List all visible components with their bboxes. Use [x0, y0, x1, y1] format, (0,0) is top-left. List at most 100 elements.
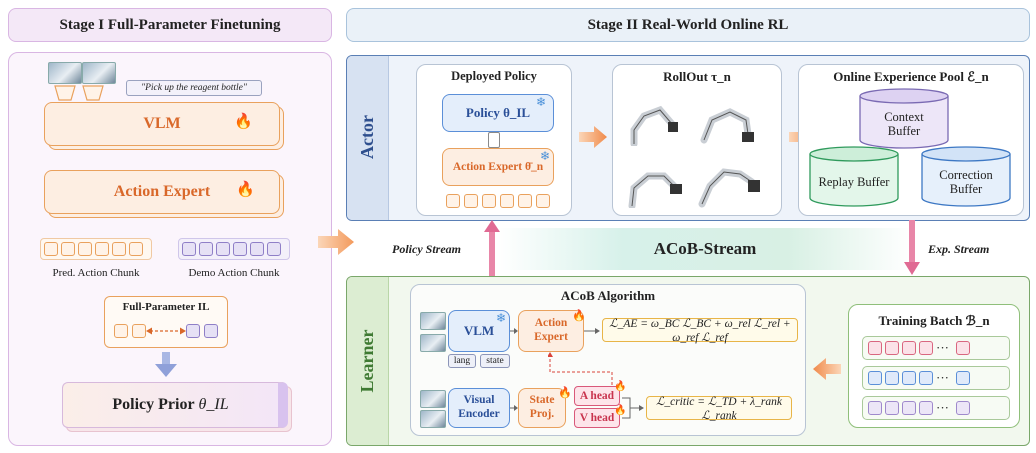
policy-prior-box: Policy Prior θ_IL: [62, 382, 288, 428]
batch-row-pink: [862, 336, 1010, 360]
pred-cell: [95, 242, 109, 256]
stage1-title: Stage I Full-Parameter Finetuning: [59, 16, 281, 33]
batch-cell: [956, 401, 970, 415]
batch-cell: [885, 371, 899, 385]
camera-image-2: [420, 410, 446, 428]
rollout-title: RollOut τ_n: [612, 68, 782, 86]
fire-icon: 🔥: [614, 381, 627, 392]
visual-encoder-box: Visual Encoder: [448, 388, 510, 428]
loss-ae-formula: ℒ_AE = ω_BC ℒ_BC + ω_rel ℒ_rel + ω_ref ℒ…: [602, 318, 798, 344]
batch-ellipsis-text: ···: [936, 370, 949, 385]
full-parameter-il-title: Full-Parameter IL: [104, 300, 228, 314]
dashed-connector: [548, 352, 613, 388]
camera-image-2: [420, 334, 446, 352]
arrow-icon: [622, 397, 644, 419]
camera-image-1: [420, 312, 446, 330]
demo-cell: [182, 242, 196, 256]
full-parameter-il-label: Full-Parameter IL: [122, 301, 210, 313]
instruction-prompt: "Pick up the reagent bottle": [126, 80, 262, 96]
demo-cell: [199, 242, 213, 256]
training-batch-title-text: Training Batch ℬ_n: [878, 313, 990, 328]
batch-cell: [868, 371, 882, 385]
robot-arm-image: [700, 108, 754, 144]
deployed-action-expert-label: Action Expert θ̄_n: [452, 161, 544, 173]
batch-ellipsis-text: ···: [936, 400, 949, 415]
batch-cell: [919, 401, 933, 415]
exp-stream-down-arrow-icon: [904, 220, 920, 275]
robot-arm-image: [698, 168, 760, 208]
deployed-action-cell: [464, 194, 478, 208]
training-batch-title: Training Batch ℬ_n: [848, 312, 1020, 330]
policy-stream-text: Policy Stream: [392, 242, 461, 256]
batch-cell: [956, 371, 970, 385]
demo-cell: [233, 242, 247, 256]
lang-tag: lang: [448, 354, 476, 368]
loss-ae-text: ℒ_AE = ω_BC ℒ_BC + ω_rel ℒ_rel + ω_ref ℒ…: [609, 318, 791, 344]
batch-cell: [902, 371, 916, 385]
snowflake-icon: ❄: [496, 311, 507, 325]
deployed-policy-module: Policy θ_IL: [442, 94, 554, 132]
acob-vlm-label: VLM: [463, 323, 495, 338]
visual-encoder-label: Visual Encoder: [458, 394, 500, 420]
context-buffer-text: Context Buffer: [884, 109, 924, 138]
il-double-arrow-icon: [146, 327, 186, 335]
loss-critic-text: ℒ_critic = ℒ_TD + λ_rank ℒ_rank: [656, 396, 782, 422]
acob-action-expert-box: Action Expert: [518, 310, 584, 352]
policy-stream-label: Policy Stream: [392, 242, 488, 258]
stage2-title: Stage II Real-World Online RL: [587, 16, 789, 33]
il-pred-cell: [132, 324, 146, 338]
il-pred-cell: [114, 324, 128, 338]
exp-stream-label: Exp. Stream: [928, 242, 1028, 258]
demo-chunk-caption: Demo Action Chunk: [168, 266, 300, 280]
pred-chunk-caption: Pred. Action Chunk: [28, 266, 164, 280]
state-proj-label: State Proj.: [529, 394, 555, 420]
policy-stream-up-arrow-icon: [484, 220, 500, 276]
pred-chunk-label: Pred. Action Chunk: [52, 267, 140, 279]
down-arrow-icon: [155, 352, 177, 377]
replay-buffer-cylinder: [809, 146, 899, 207]
batch-cell: [868, 401, 882, 415]
batch-cell: [919, 371, 933, 385]
arrow-icon: [510, 328, 518, 334]
experience-pool-title-text: Online Experience Pool ℰ_n: [833, 69, 989, 84]
policy-prior-symbol: θ_IL: [198, 396, 229, 413]
action-expert-label: Action Expert: [113, 183, 211, 200]
a-head-label: A head: [579, 390, 615, 402]
il-demo-cell: [204, 324, 218, 338]
deployed-action-cell: [446, 194, 460, 208]
robot-arm-image: [630, 105, 678, 146]
arrow-icon: [813, 358, 841, 380]
state-tag-text: state: [486, 356, 504, 366]
demo-chunk-label: Demo Action Chunk: [188, 267, 280, 279]
snowflake-icon: ❄: [536, 95, 547, 109]
il-demo-cell: [186, 324, 200, 338]
v-head-label: V head: [579, 412, 615, 424]
acob-algorithm-title: ACoB Algorithm: [410, 288, 806, 304]
rollout-title-text: RollOut τ_n: [663, 69, 731, 84]
batch-cell: [902, 401, 916, 415]
arrow-icon: [510, 405, 518, 411]
acob-stream-label: ACoB-Stream: [653, 239, 757, 258]
replay-buffer-label: Replay Buffer: [818, 164, 890, 200]
full-parameter-il-box: [104, 296, 228, 348]
stage2-header: Stage II Real-World Online RL: [346, 8, 1030, 42]
batch-cell: [919, 341, 933, 355]
acob-action-expert-label: Action Expert: [534, 317, 568, 343]
actor-label-text: Actor: [356, 115, 377, 159]
vlm-box: VLM: [44, 102, 280, 146]
actor-sidebar: [347, 56, 389, 220]
batch-cell: [956, 341, 970, 355]
lang-tag-text: lang: [453, 356, 471, 366]
action-expert-box: Action Expert: [44, 170, 280, 214]
replay-buffer-text: Replay Buffer: [818, 174, 890, 189]
learner-label: Learner: [352, 322, 382, 400]
deployed-action-cell: [482, 194, 496, 208]
acob-vlm-box: VLM: [448, 310, 510, 352]
stage-transition-arrow-icon: [318, 229, 354, 255]
loss-critic-formula: ℒ_critic = ℒ_TD + λ_rank ℒ_rank: [646, 396, 792, 422]
fire-icon: 🔥: [614, 405, 627, 416]
camera-image-1: [48, 62, 82, 84]
image-tokenizer-shapes: [54, 85, 104, 101]
vlm-label: VLM: [143, 115, 181, 132]
batch-cell: [885, 401, 899, 415]
